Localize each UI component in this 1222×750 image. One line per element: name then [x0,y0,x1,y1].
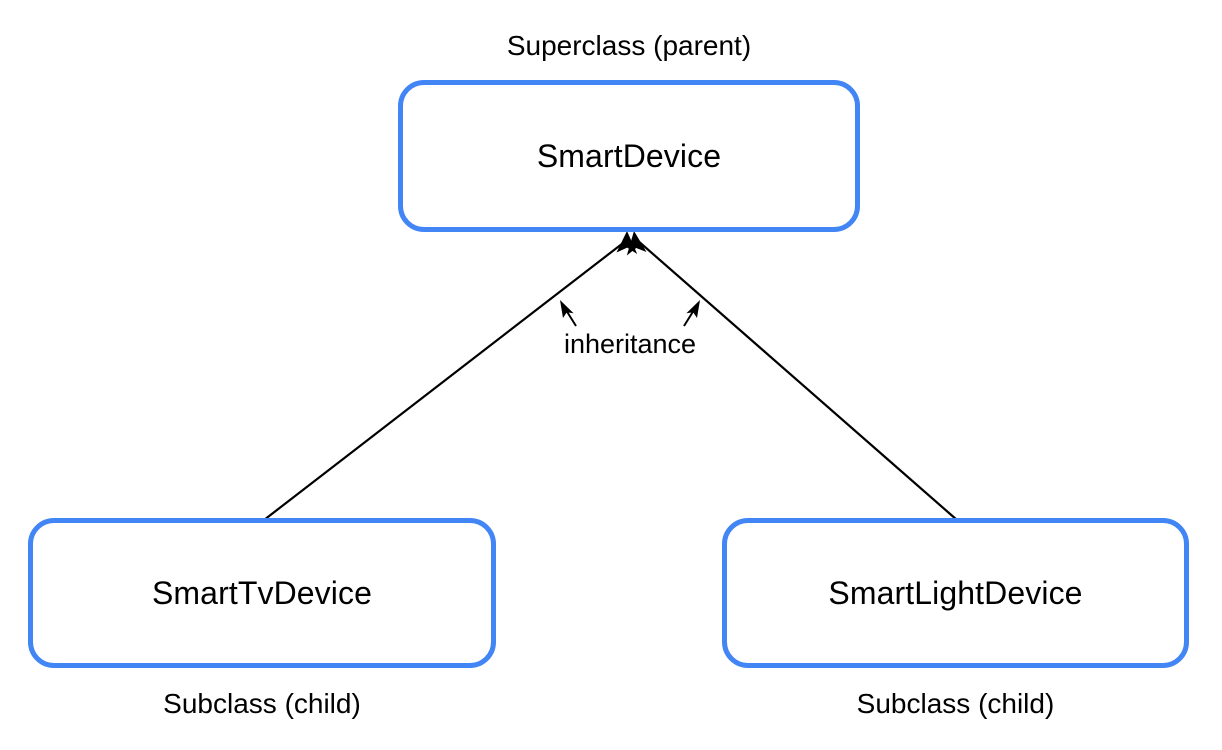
annotation-pointer-right-icon [683,300,700,327]
arrowhead-right [626,231,647,256]
annotation-pointer-left-icon [560,300,577,327]
edge-smarttvdevice-to-smartdevice [263,231,638,521]
superclass-caption: Superclass (parent) [506,30,752,61]
edge-smartlightdevice-to-smartdevice [626,231,958,521]
class-box-smartdevice[interactable]: SmartDevice [398,80,860,232]
class-box-smartdevice-label: SmartDevice [536,138,722,174]
smarttvdevice-caption: Subclass (child) [163,688,361,719]
class-box-smarttvdevice-label: SmartTvDevice [151,575,372,611]
arrowhead-left [616,231,638,254]
class-box-smartlightdevice[interactable]: SmartLightDevice [722,518,1189,668]
class-box-smarttvdevice[interactable]: SmartTvDevice [28,518,496,668]
inheritance-edge-label: inheritance [563,329,697,359]
class-box-smartlightdevice-label: SmartLightDevice [828,575,1083,611]
smartlightdevice-caption: Subclass (child) [856,688,1055,719]
